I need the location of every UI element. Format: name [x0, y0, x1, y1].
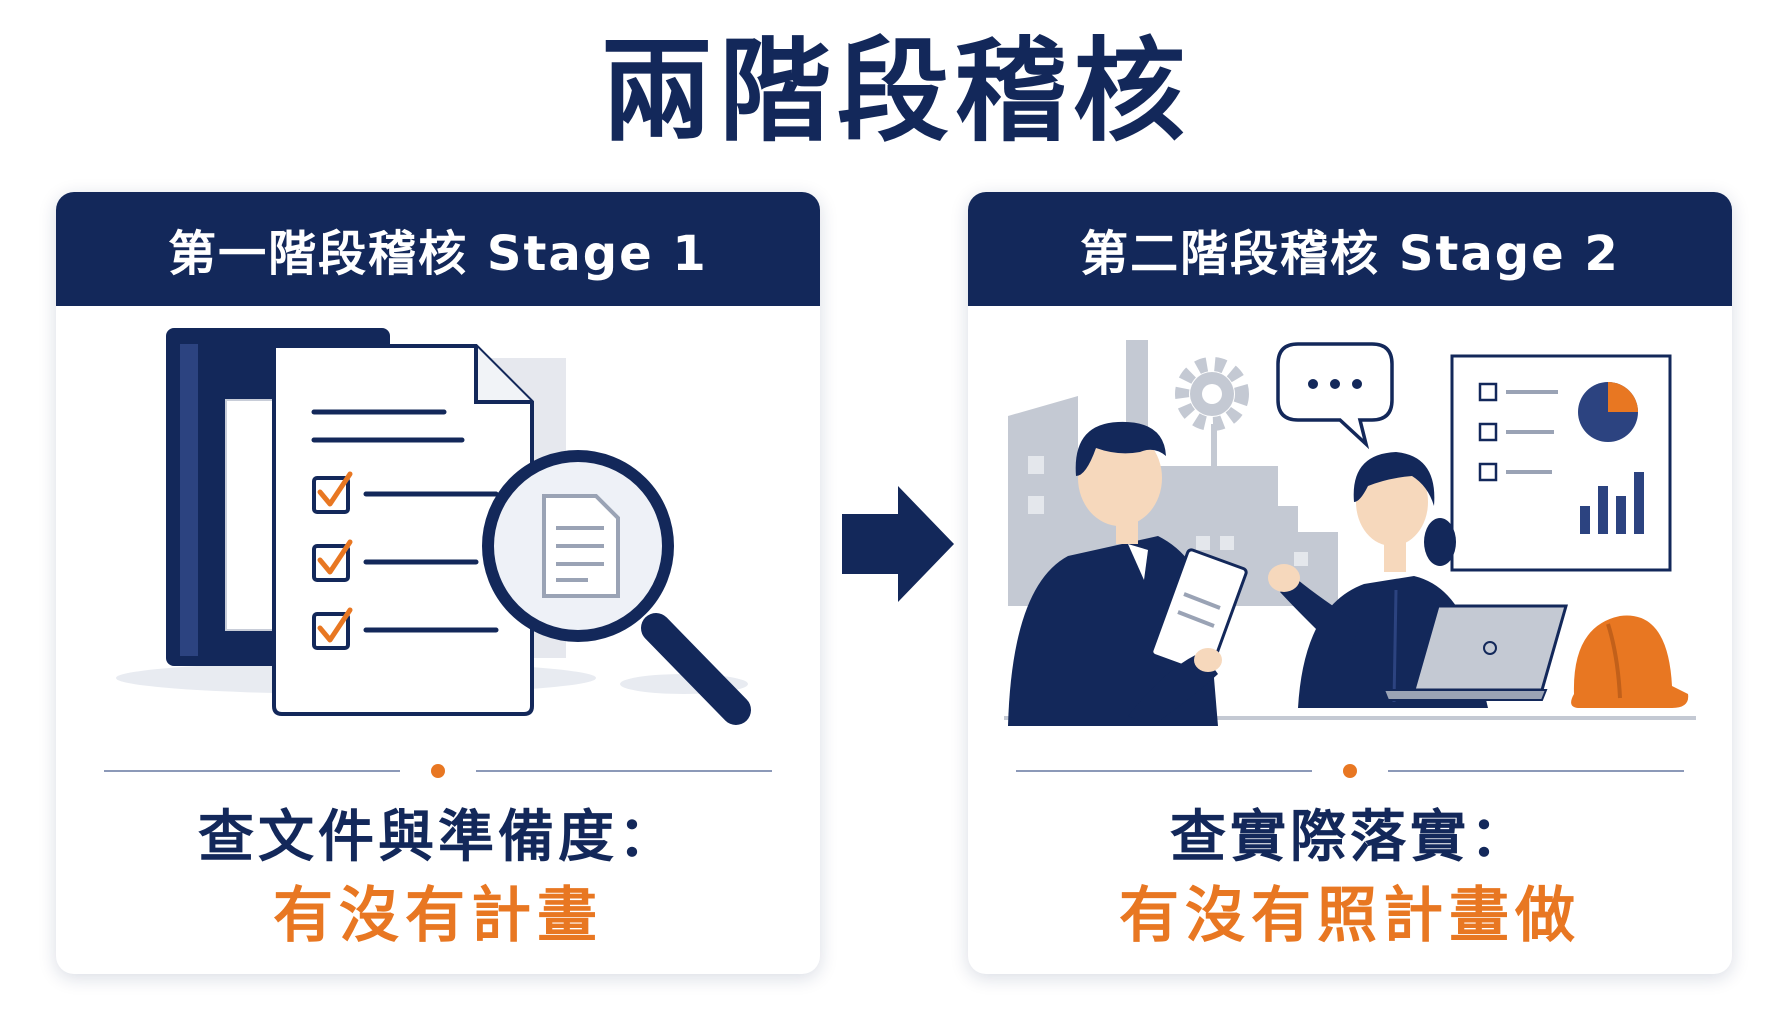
hard-hat-icon	[1571, 615, 1689, 708]
stage-2-illustration	[1004, 340, 1696, 726]
stage-2-header: 第二階段稽核 Stage 2	[968, 192, 1732, 306]
divider-dot	[431, 764, 445, 778]
stage-1-question: 有沒有計畫	[273, 881, 603, 951]
speech-bubble-icon	[1276, 342, 1394, 450]
auditor-icon	[1008, 421, 1248, 726]
stage-1-divider	[104, 764, 772, 778]
checkbox-checked-icon	[312, 539, 353, 582]
divider-dot	[1343, 764, 1357, 778]
laptop-icon	[1382, 604, 1568, 701]
stage-2-question: 有沒有照計畫做	[1119, 881, 1581, 951]
right-arrow-icon	[842, 486, 954, 602]
checkbox-checked-icon	[312, 607, 353, 650]
stage-1-illustration	[116, 328, 751, 725]
stage-1-header: 第一階段稽核 Stage 1	[56, 192, 820, 306]
document-checklist-icon	[272, 344, 534, 716]
stage-1-focus: 查文件與準備度：	[198, 805, 678, 870]
page-title: 兩階段稽核	[601, 27, 1191, 157]
magnifying-glass-icon	[482, 450, 751, 725]
gear-icon	[1175, 357, 1249, 466]
stage-2-divider	[1016, 764, 1684, 778]
stage-2-focus: 查實際落實：	[1170, 805, 1530, 870]
stage-2-card: 第二階段稽核 Stage 2	[968, 192, 1732, 974]
stage-1-card: 第一階段稽核 Stage 1	[56, 192, 820, 974]
checkbox-checked-icon	[312, 471, 353, 514]
dashboard-board-icon	[1450, 354, 1672, 572]
